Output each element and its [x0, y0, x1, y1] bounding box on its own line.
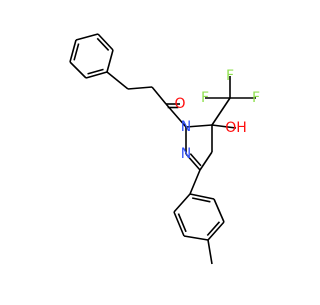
- molecule-diagram: O N N OH F F F: [69, 33, 260, 265]
- bond-c3r-t1: [189, 169, 201, 195]
- bond-c1-c2: [127, 86, 153, 90]
- bond-t4-t5: [183, 235, 209, 241]
- ring-nitrogen-1-label: N: [181, 119, 191, 135]
- bond-c5-cf: [211, 97, 231, 126]
- bond-p6-p1: [69, 39, 77, 63]
- bond-p4-p5: [85, 71, 108, 79]
- bond-t2-t3: [213, 198, 225, 223]
- bond-t4-me: [207, 239, 213, 265]
- bond-t3-t4: [207, 221, 225, 241]
- structure-canvas: O N N OH F F F: [69, 33, 260, 265]
- bond-t1-t2-double: [192, 197, 211, 203]
- bond-t5-t6-double: [177, 213, 187, 233]
- bond-p3-p4: [106, 49, 114, 73]
- bond-p4-c1: [106, 71, 129, 90]
- fluorine-top-label: F: [226, 68, 234, 84]
- bond-p2-p3-double: [96, 37, 110, 52]
- bond-p2-p3: [97, 33, 114, 51]
- bond-c3r-n2-double: [189, 153, 202, 167]
- fluorine-right-label: F: [252, 90, 260, 106]
- bond-c3r-n2: [185, 153, 201, 171]
- fluorine-left-label: F: [201, 90, 209, 106]
- bond-p6-p1-double: [73, 43, 80, 61]
- carbonyl-oxygen-label: O: [174, 96, 185, 112]
- bond-c4-c3r: [199, 151, 213, 171]
- bond-n1-c5: [185, 124, 213, 128]
- bond-c2-c3: [151, 86, 167, 105]
- bond-layer: [69, 33, 256, 265]
- bond-t3-t4-double: [206, 221, 221, 237]
- atom-label-layer: O N N OH F F F: [174, 68, 260, 162]
- bond-t1-t2: [189, 193, 215, 200]
- bond-p1-p2: [75, 33, 99, 41]
- bond-c3-n1: [165, 103, 187, 128]
- ring-nitrogen-2-label: N: [181, 146, 191, 162]
- bond-t6-t1: [173, 193, 191, 213]
- bond-p4-p5-double: [87, 68, 104, 75]
- hydroxyl-label: OH: [225, 120, 247, 136]
- bond-c5-oh: [211, 124, 237, 129]
- bond-p5-p6: [69, 61, 87, 79]
- bond-t5-t6: [173, 211, 185, 237]
